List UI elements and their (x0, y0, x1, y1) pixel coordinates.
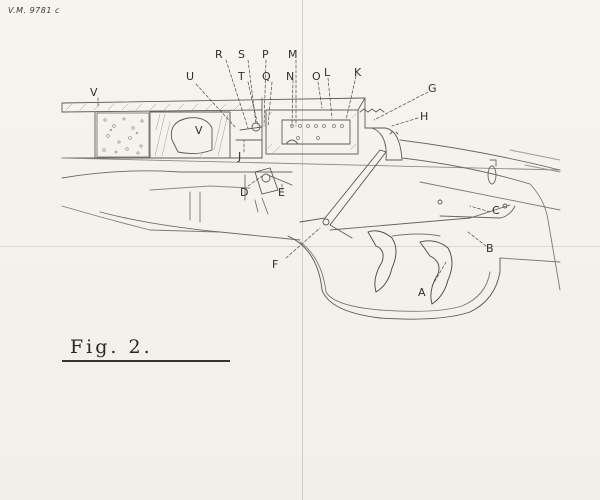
label-l: L (324, 66, 331, 79)
label-d: D (240, 186, 248, 199)
trigger-guard (287, 235, 501, 320)
label-c: C (492, 204, 500, 217)
callout-labels: V V U R S P M T Q N O L K G H J D E F C … (90, 48, 500, 299)
label-h: H (420, 110, 428, 123)
label-r: R (215, 48, 223, 61)
breech-hatching (65, 103, 255, 157)
front-trigger (367, 230, 397, 293)
label-q: Q (262, 70, 271, 83)
action-body (61, 139, 561, 291)
lock-block (235, 97, 403, 161)
label-b: B (486, 242, 494, 255)
label-e: E (278, 186, 285, 199)
lock-hatching (265, 111, 357, 155)
label-j: J (237, 150, 241, 163)
label-m: M (288, 48, 298, 61)
archive-reference: V.M. 9781 c (8, 6, 60, 15)
barrel-section (61, 97, 366, 159)
label-v-left: V (90, 86, 98, 99)
pivot-pin (322, 218, 330, 226)
label-f: F (272, 258, 278, 271)
label-o: O (312, 70, 321, 83)
trigger-group (287, 230, 561, 320)
hammer-linkage (254, 149, 516, 239)
caption-underline (62, 360, 230, 362)
label-n: N (286, 70, 294, 83)
label-t: T (237, 70, 245, 83)
label-v-center: V (195, 124, 203, 137)
powder-charge (96, 112, 150, 158)
label-u: U (186, 70, 194, 83)
label-s: S (238, 48, 245, 61)
horizontal-fold-line (0, 246, 600, 247)
label-g: G (428, 82, 437, 95)
spring-thread (359, 108, 385, 113)
bullet-nose (170, 117, 213, 155)
label-k: K (354, 66, 362, 79)
label-p: P (262, 48, 269, 61)
leader-lines (97, 59, 491, 287)
figure-caption: Fig. 2. (70, 336, 153, 358)
rear-trigger (419, 240, 453, 305)
label-a: A (418, 286, 426, 299)
vertical-fold-line (302, 0, 303, 500)
powder-stipple (102, 117, 144, 155)
